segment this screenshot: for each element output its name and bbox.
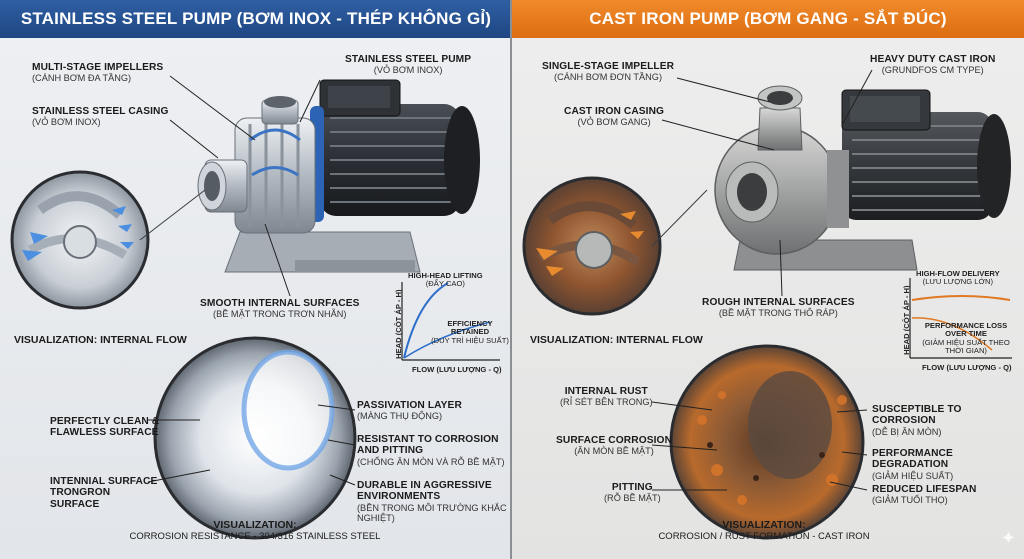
multi-stage-impellers-label: MULTI-STAGE IMPELLERS (CÁNH BƠM ĐA TẦNG) (32, 62, 164, 84)
left-graph-ylabel: HEAD (CỘT ÁP - H) (393, 289, 403, 359)
stainless-flow-heading: VISUALIZATION: INTERNAL FLOW (14, 334, 187, 346)
cast-iron-casing-label: CAST IRON CASING (VỎ BƠM GANG) (564, 106, 665, 128)
internal-rust-label: INTERNAL RUST (RỈ SÉT BÊN TRONG) (560, 386, 653, 408)
stainless-title: STAINLESS STEEL PUMP (BƠM INOX - THÉP KH… (20, 9, 492, 28)
cast-iron-vis-caption: VISUALIZATION: CORROSION / RUST FORMATIO… (658, 519, 870, 542)
stainless-title-banner: STAINLESS STEEL PUMP (BƠM INOX - THÉP KH… (0, 0, 512, 38)
left-graph-xlabel: FLOW (LƯU LƯỢNG - Q) (412, 365, 502, 374)
cast-iron-panel: CAST IRON PUMP (BƠM GANG - SẮT ĐÚC) (512, 0, 1024, 559)
right-graph-ylabel: HEAD (CỘT ÁP - H) (901, 285, 911, 355)
single-stage-impeller-label: SINGLE-STAGE IMPELLER (CÁNH BƠM ĐƠN TẦNG… (542, 61, 675, 83)
high-head-label: HIGH-HEAD LIFTING(ĐẨY CAO) (408, 271, 483, 289)
heavy-duty-label: HEAVY DUTY CAST IRON (GRUNDFOS CM TYPE) (870, 54, 996, 76)
clean-surface-label: PERFECTLY CLEAN & FLAWLESS SURFACE (50, 416, 160, 439)
cast-iron-illustration (522, 69, 1012, 540)
cast-iron-flow-heading: VISUALIZATION: INTERNAL FLOW (530, 334, 703, 346)
smooth-surfaces-label: SMOOTH INTERNAL SURFACES (BỀ MẶT TRONG T… (200, 298, 360, 320)
cast-iron-title-banner: CAST IRON PUMP (BƠM GANG - SẮT ĐÚC) (512, 0, 1024, 38)
passivation-layer-label: PASSIVATION LAYER (MÀNG THỤ ĐỘNG) (357, 400, 462, 422)
panel-divider (510, 0, 513, 559)
stainless-vis-caption: VISUALIZATION: CORROSION RESISTANCE - 30… (129, 519, 381, 542)
sparkle-icon: ✦ (1000, 528, 1016, 549)
susceptible-label: SUSCEPTIBLE TO CORROSION (DỄ BỊ ĂN MÒN) (872, 404, 962, 437)
cast-iron-title: CAST IRON PUMP (BƠM GANG - SẮT ĐÚC) (589, 9, 947, 28)
stainless-casing-label: STAINLESS STEEL CASING (VỎ BƠM INOX) (32, 106, 169, 128)
rough-surfaces-label: ROUGH INTERNAL SURFACES (BỀ MẶT TRONG TH… (702, 297, 855, 319)
stainless-pump-label: STAINLESS STEEL PUMP (VỎ BƠM INOX) (345, 54, 472, 76)
efficiency-retained-label: EFFICIENCY RETAINED(DUY TRÌ HIỆU SUẤT) (431, 319, 509, 345)
resistant-label: RESISTANT TO CORROSION AND PITTING (CHỐN… (357, 434, 505, 467)
internal-surface-label: INTENNIAL SURFACE TRONGRON SURFACE (50, 476, 158, 510)
durable-label: DURABLE IN AGGRESSIVE ENVIRONMENTS (BỀN … (357, 480, 507, 524)
degradation-label: PERFORMANCE DEGRADATION (GIẢM HIỆU SUẤT) (872, 448, 954, 481)
stainless-panel: STAINLESS STEEL PUMP (BƠM INOX - THÉP KH… (0, 0, 512, 559)
high-flow-label: HIGH-FLOW DELIVERY(LƯU LƯỢNG LỚN) (916, 269, 1000, 287)
performance-loss-label: PERFORMANCE LOSS OVER TIME(GIẢM HIỆU SUẤ… (922, 321, 1010, 356)
pitting-label: PITTING (RỖ BỀ MẶT) (604, 482, 661, 504)
right-graph-xlabel: FLOW (LƯU LƯỢNG - Q) (922, 363, 1012, 372)
lifespan-label: REDUCED LIFESPAN (GIẢM TUỔI THỌ) (872, 484, 977, 506)
surface-corrosion-label: SURFACE CORROSION (ĂN MÒN BỀ MẶT) (556, 435, 673, 457)
stainless-illustration (10, 75, 500, 540)
